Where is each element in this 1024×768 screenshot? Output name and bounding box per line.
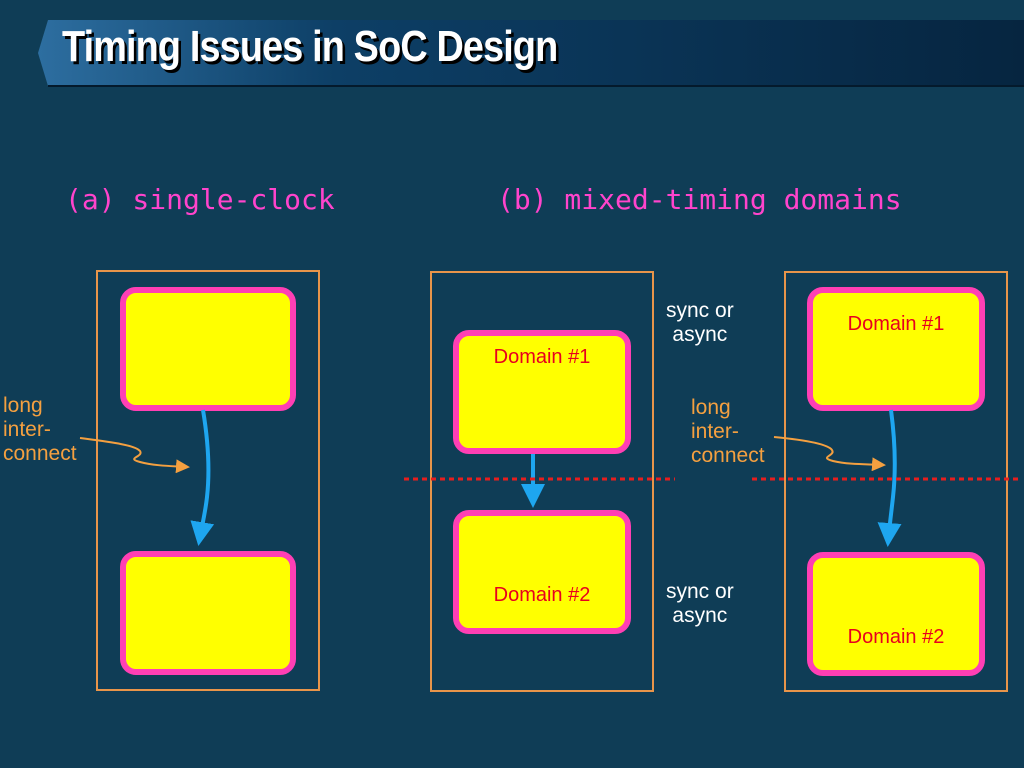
title-banner — [38, 20, 1024, 87]
right-interconnect-arrow — [877, 409, 902, 547]
left-domain1-label: Domain #1 — [493, 346, 591, 368]
left-domain1-block: Domain #1 — [453, 330, 631, 454]
mixed-timing-right-frame — [784, 271, 1008, 692]
right-leader-line — [773, 436, 886, 472]
slide-title: Timing Issues in SoC Design — [62, 22, 558, 71]
single-clock-leader-line — [79, 437, 190, 474]
subtitle-single-clock: (a) single-clock — [65, 183, 335, 216]
right-domain1-label: Domain #1 — [847, 313, 945, 335]
left-domain2-label: Domain #2 — [493, 584, 591, 606]
sync-async-note-top: sync or async — [666, 299, 734, 346]
right-domain1-block: Domain #1 — [807, 287, 985, 411]
mixed-timing-left-frame — [430, 271, 654, 692]
interconnect-note-mixed-timing: long inter- connect — [691, 396, 765, 467]
left-domain2-block: Domain #2 — [453, 510, 631, 634]
sync-async-note-bottom: sync or async — [666, 580, 734, 627]
single-clock-top-block — [120, 287, 296, 411]
interconnect-note-single-clock: long inter- connect — [3, 394, 77, 465]
subtitle-mixed-timing: (b) mixed-timing domains — [497, 183, 902, 216]
right-domain2-block: Domain #2 — [807, 552, 985, 676]
single-clock-bottom-block — [120, 551, 296, 675]
right-domain2-label: Domain #2 — [847, 626, 945, 648]
single-clock-frame — [96, 270, 320, 691]
single-clock-interconnect-arrow — [190, 409, 215, 546]
